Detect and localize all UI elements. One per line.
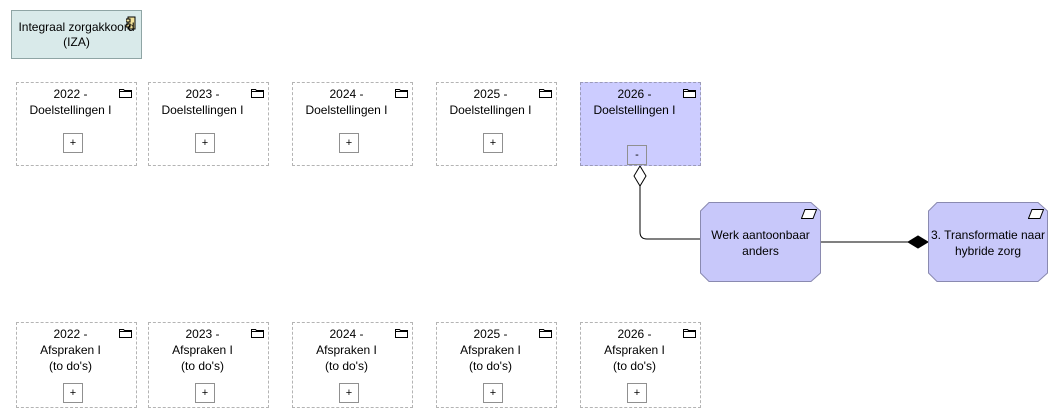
- composition-diamond: [907, 235, 929, 249]
- folder-icon: [119, 329, 132, 338]
- group-label: 2022 -Doelstellingen I: [29, 87, 112, 117]
- group-afspraken-2024[interactable]: 2024 -Afspraken I(to do's) +: [292, 322, 413, 408]
- iza-node[interactable]: Integraal zorgakkoord (IZA): [11, 10, 142, 59]
- group-doelstellingen-2026[interactable]: 2026 -Doelstellingen I -: [580, 82, 701, 166]
- group-doelstellingen-2022[interactable]: 2022 -Doelstellingen I +: [16, 82, 137, 166]
- group-doelstellingen-2025[interactable]: 2025 -Doelstellingen I +: [436, 82, 557, 166]
- expand-button[interactable]: +: [195, 383, 215, 403]
- expand-button[interactable]: +: [63, 383, 83, 403]
- folder-icon: [683, 89, 696, 98]
- folder-icon: [395, 89, 408, 98]
- group-label: 2023 -Doelstellingen I: [161, 87, 244, 117]
- expand-button[interactable]: +: [483, 383, 503, 403]
- group-doelstellingen-2024[interactable]: 2024 -Doelstellingen I +: [292, 82, 413, 166]
- group-afspraken-2022[interactable]: 2022 -Afspraken I(to do's) +: [16, 322, 137, 408]
- collapse-button[interactable]: -: [627, 145, 647, 165]
- group-label: 2026 -Doelstellingen I: [593, 87, 676, 117]
- folder-icon: [251, 329, 264, 338]
- group-afspraken-2025[interactable]: 2025 -Afspraken I(to do's) +: [436, 322, 557, 408]
- aggregation-diamond: [633, 165, 647, 187]
- goal-shape-transformatie: [928, 202, 1048, 282]
- expand-button[interactable]: +: [339, 383, 359, 403]
- group-label: 2023 -Afspraken I(to do's): [172, 327, 233, 373]
- goal-type-icon: [801, 209, 817, 219]
- folder-icon: [395, 329, 408, 338]
- group-label: 2024 -Afspraken I(to do's): [316, 327, 377, 373]
- group-label: 2022 -Afspraken I(to do's): [40, 327, 101, 373]
- folder-icon: [539, 329, 552, 338]
- group-label: 2024 -Doelstellingen I: [305, 87, 388, 117]
- group-label: 2026 -Afspraken I(to do's): [604, 327, 665, 373]
- group-doelstellingen-2023[interactable]: 2023 -Doelstellingen I +: [148, 82, 269, 166]
- expand-button[interactable]: +: [195, 133, 215, 153]
- folder-icon: [683, 329, 696, 338]
- folder-icon: [539, 89, 552, 98]
- aggregation-connector[interactable]: [639, 186, 700, 240]
- group-label: 2025 -Afspraken I(to do's): [460, 327, 521, 373]
- iza-label: Integraal zorgakkoord (IZA): [18, 20, 135, 49]
- group-label: 2025 -Doelstellingen I: [449, 87, 532, 117]
- component-icon: [126, 16, 136, 30]
- goal-shape-werk: [700, 202, 821, 282]
- folder-icon: [119, 89, 132, 98]
- group-afspraken-2026[interactable]: 2026 -Afspraken I(to do's) +: [580, 322, 701, 408]
- expand-button[interactable]: +: [483, 133, 503, 153]
- expand-button[interactable]: +: [63, 133, 83, 153]
- expand-button[interactable]: +: [627, 383, 647, 403]
- folder-icon: [251, 89, 264, 98]
- goal-type-icon: [1028, 209, 1044, 219]
- expand-button[interactable]: +: [339, 133, 359, 153]
- group-afspraken-2023[interactable]: 2023 -Afspraken I(to do's) +: [148, 322, 269, 408]
